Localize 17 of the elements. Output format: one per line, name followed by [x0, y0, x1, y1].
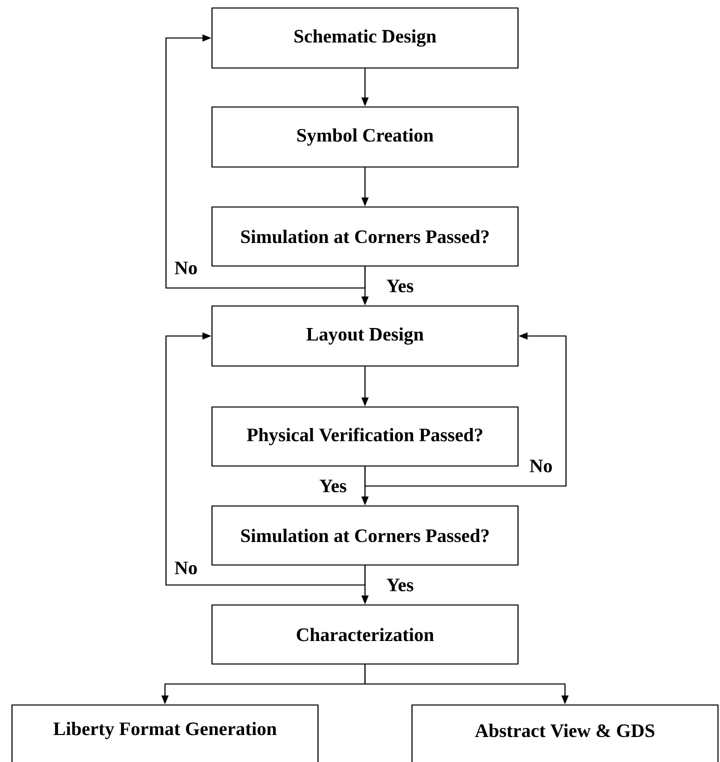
- edge-label: Yes: [385, 578, 415, 592]
- process-box: Characterization: [211, 604, 519, 665]
- process-box: Liberty Format Generation: [11, 704, 319, 762]
- arrow: [165, 34, 366, 289]
- process-box: Physical Verification Passed?: [211, 406, 519, 467]
- process-box: Symbol Creation: [211, 106, 519, 168]
- process-box: Simulation at Corners Passed?: [211, 505, 519, 566]
- arrow: [165, 332, 366, 586]
- process-box: Layout Design: [211, 305, 519, 367]
- edge-label: Yes: [318, 478, 348, 494]
- process-box: Simulation at Corners Passed?: [211, 206, 519, 267]
- edge-label: Yes: [385, 278, 415, 294]
- process-box: Schematic Design: [211, 7, 519, 69]
- edge-label: No: [173, 560, 199, 576]
- edge-label: No: [173, 260, 199, 276]
- process-box: Abstract View & GDS: [411, 704, 719, 762]
- edge-label: No: [528, 458, 554, 474]
